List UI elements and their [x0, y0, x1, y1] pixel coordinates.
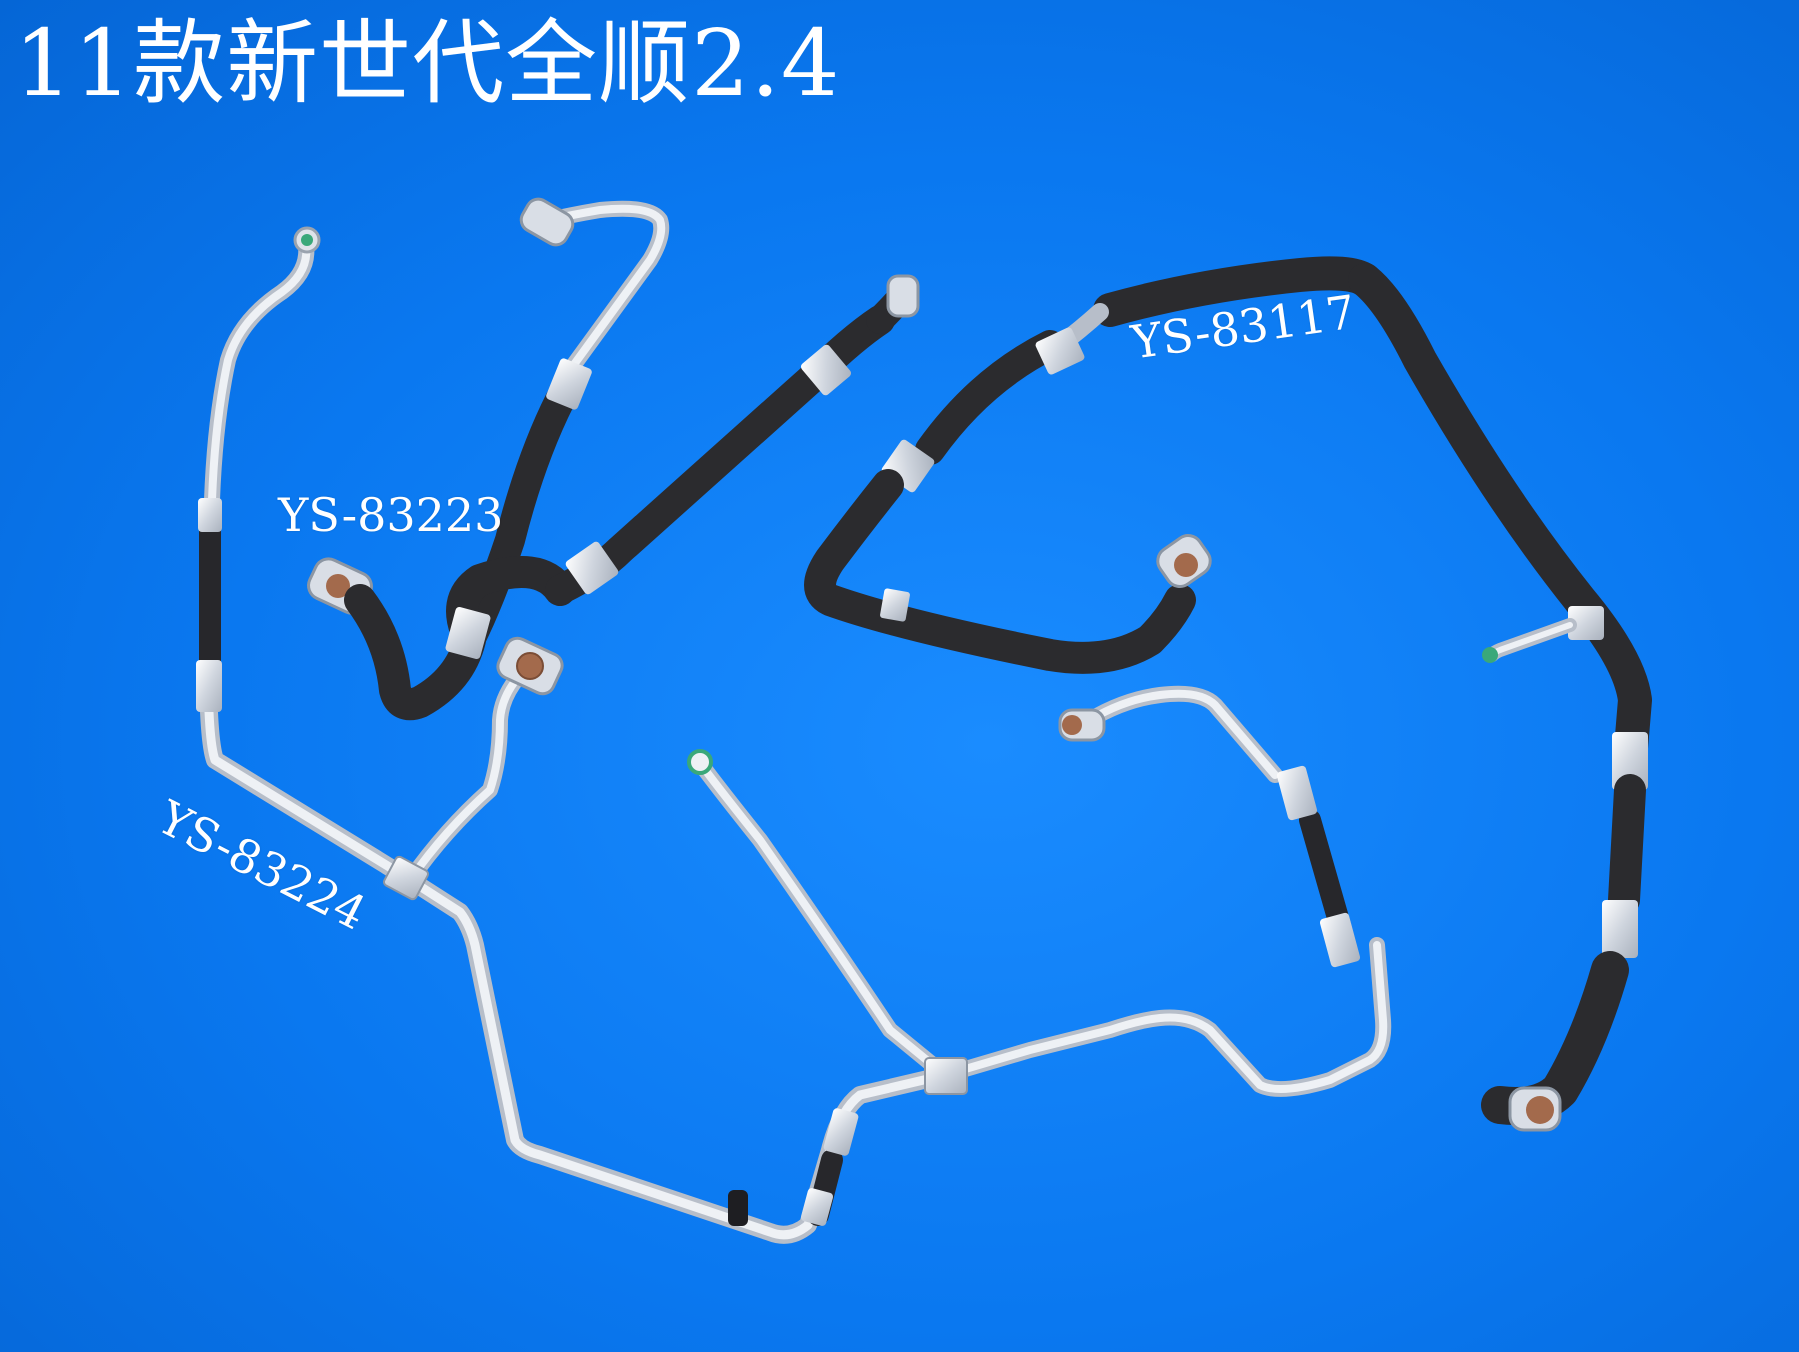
hose-ys-83117	[804, 256, 1652, 1132]
part-label-ys-83223: YS-83223	[278, 488, 504, 542]
page-title: 11款新世代全顺2.4	[14, 10, 841, 117]
hose-ys-83223	[307, 197, 920, 721]
hose-ys-83224	[196, 226, 1392, 1244]
